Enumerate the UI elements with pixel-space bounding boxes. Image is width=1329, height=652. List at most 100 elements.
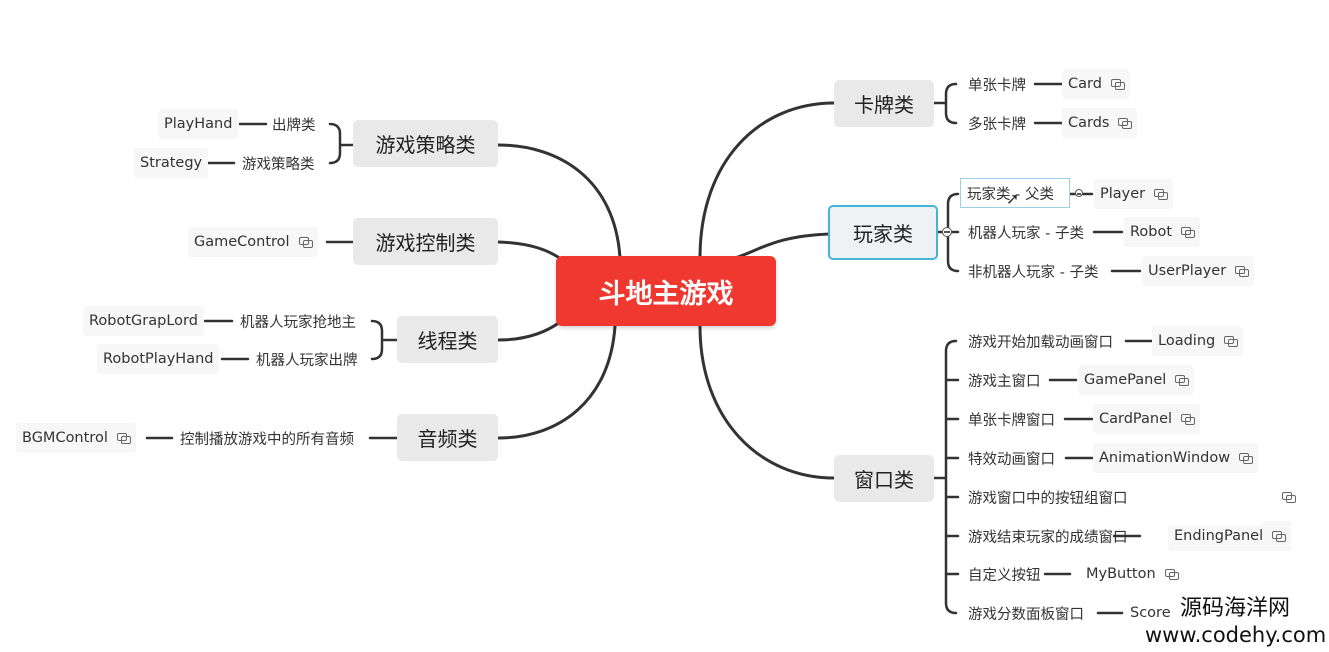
link-icon [1224,336,1239,347]
link-label: MyButton [1086,566,1156,582]
link-label: PlayHand [164,116,233,132]
leaf-player-robot[interactable]: 机器人玩家 - 子类 [968,225,1084,242]
leaf-window-card[interactable]: 单张卡牌窗口 [968,412,1055,429]
leaf-player-user[interactable]: 非机器人玩家 - 子类 [968,264,1099,281]
link-robot[interactable]: Robot [1124,217,1201,247]
watermark: 源码海洋网 www.codehy.com [1145,596,1327,648]
connector-root-card [698,101,836,260]
link-icon [1235,266,1250,277]
link-label: RobotPlayHand [103,351,214,367]
link-icon [298,237,313,248]
link-label: Strategy [140,155,203,171]
connector-root-window [698,324,836,480]
collapse-icon[interactable] [1075,189,1083,197]
link-label: Cards [1068,115,1110,131]
link-cards[interactable]: Cards [1062,108,1138,138]
watermark-title: 源码海洋网 [1179,596,1290,621]
connector-thread-bracket [370,319,399,361]
link-icon [116,433,131,444]
link-strategy[interactable]: Strategy [134,148,209,178]
collapse-icon[interactable] [942,227,952,237]
leaf-window-buttons[interactable]: 游戏窗口中的按钮组窗口 [968,490,1128,507]
mouse-cursor-icon: ➚ [1006,189,1020,208]
connector-root-audio [496,324,617,440]
obscured-overlay [1148,478,1266,526]
link-gamepanel[interactable]: GamePanel [1078,365,1195,395]
link-icon [1239,453,1254,464]
connector-root-control [496,240,567,264]
link-score[interactable]: Score [1124,598,1177,628]
leaf-strategy-play[interactable]: 出牌类 [272,117,316,134]
link-label: BGMControl [22,430,108,446]
watermark-url: www.codehy.com [1145,623,1327,647]
link-label: EndingPanel [1174,528,1264,544]
link-robotplayhand[interactable]: RobotPlayHand [97,344,220,374]
connector-root-player [733,232,832,260]
link-icon [1118,118,1133,129]
link-endingpanel[interactable]: EndingPanel [1168,521,1292,551]
link-label: Robot [1130,224,1173,240]
link-label: GameControl [194,234,290,250]
leaf-window-ending[interactable]: 游戏结束玩家的成绩窗口 [968,529,1128,546]
connector-card-bracket [932,82,958,125]
link-animationwindow[interactable]: AnimationWindow [1093,443,1259,473]
link-robotgraplord[interactable]: RobotGrapLord [83,306,204,336]
leaf-thread-play[interactable]: 机器人玩家出牌 [256,352,358,369]
branch-strategy[interactable]: 游戏策略类 [353,120,498,167]
link-playhand[interactable]: PlayHand [158,109,239,139]
connector-strategy-leaves [206,122,268,165]
connector-card-leaves [1033,82,1064,125]
leaf-card-multi[interactable]: 多张卡牌 [968,116,1026,133]
leaf-window-mybutton[interactable]: 自定义按钮 [968,567,1041,584]
branch-control[interactable]: 游戏控制类 [353,218,498,265]
link-icon [1110,79,1125,90]
connector-thread-leaves [203,319,250,361]
link-buttons[interactable] [1180,482,1301,512]
link-label: Loading [1158,333,1216,349]
link-icon [1175,375,1190,386]
link-loading[interactable]: Loading [1152,326,1244,356]
link-label: Card [1068,76,1102,92]
root-topic[interactable]: 斗地主游戏 [556,256,776,326]
link-icon [1181,414,1196,425]
leaf-card-single[interactable]: 单张卡牌 [968,77,1026,94]
leaf-window-animation[interactable]: 特效动画窗口 [968,451,1055,468]
connector-root-thread [496,320,562,342]
link-mybutton[interactable]: MyButton [1080,559,1184,589]
leaf-thread-grab[interactable]: 机器人玩家抢地主 [240,314,356,331]
link-icon [1164,569,1179,580]
link-userplayer[interactable]: UserPlayer [1142,256,1255,286]
link-label: RobotGrapLord [89,313,198,329]
connector-window-bracket [932,339,960,615]
link-label: CardPanel [1099,411,1173,427]
branch-player[interactable]: 玩家类 [828,205,938,260]
link-icon [1282,492,1296,503]
link-label: Player [1100,186,1146,202]
link-card[interactable]: Card [1062,69,1130,99]
connector-root-strategy [496,143,622,260]
connector-window-leaves [1043,339,1154,615]
link-icon [1272,531,1287,542]
link-bgmcontrol[interactable]: BGMControl [16,423,136,453]
link-label: Score [1130,605,1171,621]
link-icon [1181,227,1196,238]
branch-audio[interactable]: 音频类 [397,414,498,461]
leaf-window-score[interactable]: 游戏分数面板窗口 [968,606,1084,623]
leaf-window-loading[interactable]: 游戏开始加载动画窗口 [968,334,1113,351]
link-player[interactable]: Player [1094,179,1174,209]
link-label: AnimationWindow [1099,450,1231,466]
link-cardpanel[interactable]: CardPanel [1093,404,1201,434]
link-label: UserPlayer [1148,263,1227,279]
link-gamecontrol[interactable]: GameControl [188,227,318,257]
connector-strategy-bracket [328,122,355,165]
leaf-window-main[interactable]: 游戏主窗口 [968,373,1041,390]
leaf-player-parent[interactable]: 玩家类 - 父类 [960,178,1070,208]
branch-card[interactable]: 卡牌类 [834,80,934,127]
link-label: GamePanel [1084,372,1167,388]
branch-window[interactable]: 窗口类 [834,455,934,502]
leaf-strategy-strategy[interactable]: 游戏策略类 [242,156,315,173]
leaf-audio-control[interactable]: 控制播放游戏中的所有音频 [180,431,354,448]
link-icon [1154,189,1169,200]
branch-thread[interactable]: 线程类 [397,316,498,363]
